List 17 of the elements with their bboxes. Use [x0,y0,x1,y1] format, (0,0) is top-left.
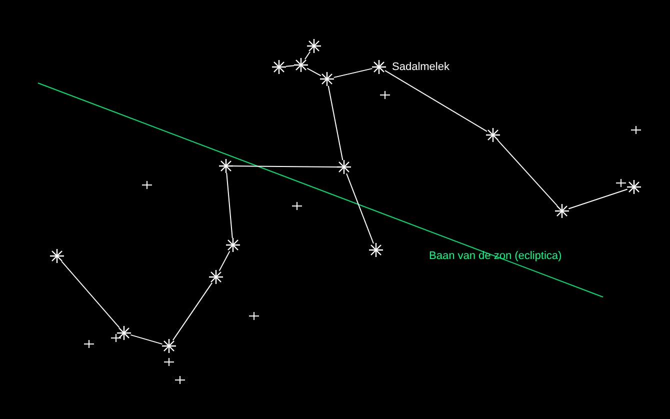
constellation-line [172,282,213,341]
ecliptic-label: Baan van de zon (ecliptica) [429,250,562,262]
constellation-line [304,51,311,60]
constellation-line [497,140,558,206]
constellation-line [306,68,322,76]
constellation-line [568,188,628,210]
constellation-line [130,334,163,345]
constellation-line [226,172,233,239]
constellation-line [285,65,295,67]
constellation-line [328,85,344,161]
constellation-line [218,250,230,272]
constellation-line [346,173,374,244]
constellation-line [61,260,120,328]
star-name: Sadalmelek [392,61,450,73]
constellation-line [333,68,373,78]
constellation-line [232,166,338,168]
constellation-line [384,70,488,132]
